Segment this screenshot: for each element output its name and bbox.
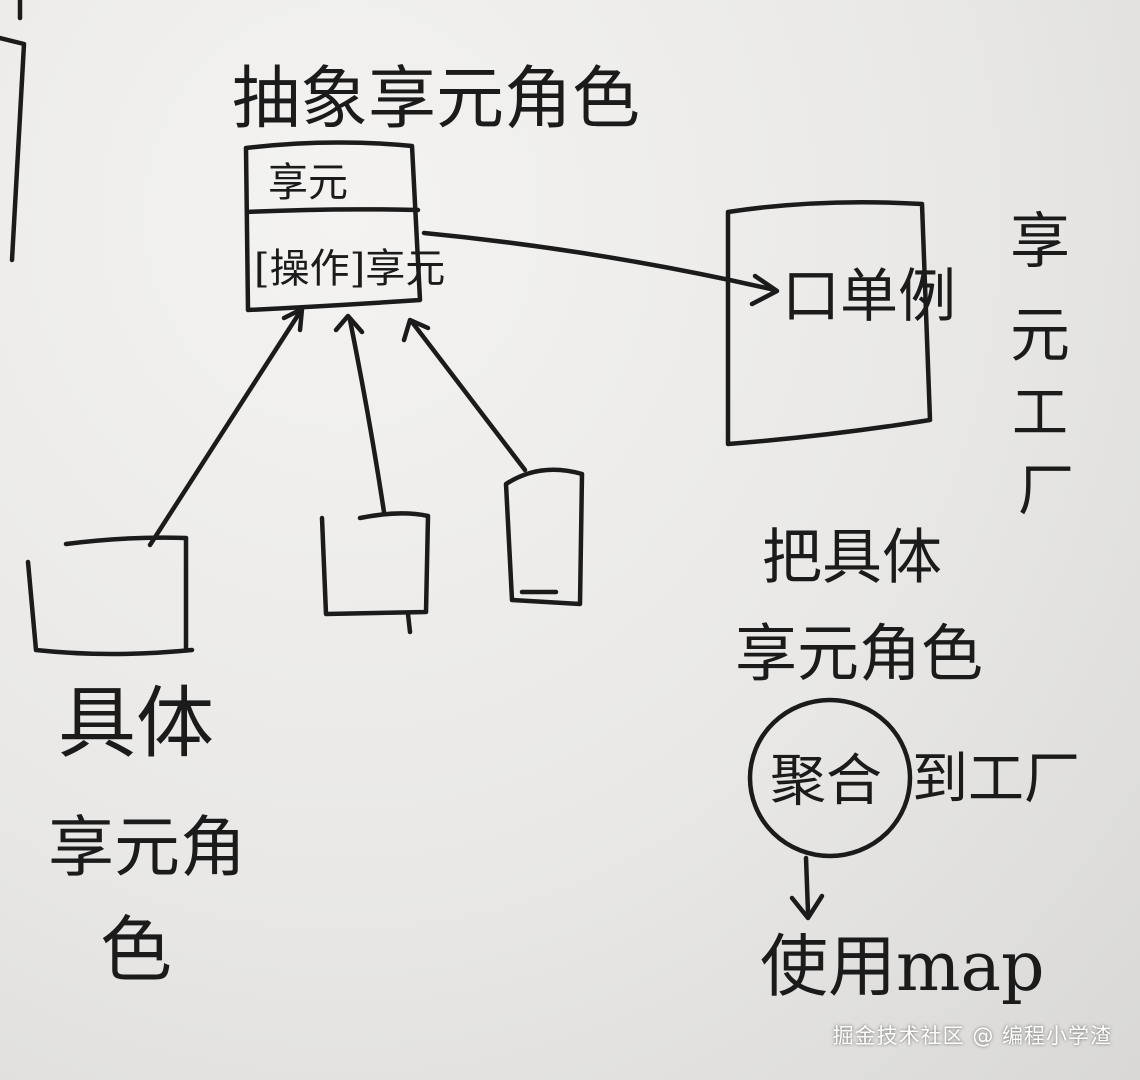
concrete-flyweight-label: 具体 享元角 色 (48, 679, 246, 992)
aggregation-line-2: 享元角色 (735, 617, 983, 690)
inheritance-arrow-middle (333, 313, 387, 515)
factory-box: 口单例 (725, 199, 956, 447)
edge-fragment-top-left (0, 0, 27, 263)
aggregation-line-3-suffix: 到工厂 (912, 747, 1080, 812)
factory-title: 享 元 工 厂 (1010, 207, 1074, 524)
aggregation-note: 把具体 享元角色 聚合 到工厂 使用map (735, 523, 1080, 1007)
factory-title-char-3: 工 (1012, 381, 1068, 446)
abstract-flyweight-method: [操作]享元 (254, 246, 445, 292)
concrete-flyweight-box-1 (25, 535, 195, 657)
aggregation-circle (747, 697, 913, 859)
aggregation-circled-word: 聚合 (770, 749, 882, 814)
arrow-to-factory (421, 230, 780, 307)
map-arrow-shaft (803, 855, 811, 915)
abstract-flyweight-title: 抽象享元角色 (232, 60, 640, 139)
inheritance-arrow-right (401, 317, 528, 473)
factory-method: 口单例 (782, 262, 956, 330)
use-map-label: 使用map (760, 928, 1045, 1007)
map-arrow-head (789, 893, 825, 921)
factory-title-char-1: 享 (1010, 207, 1070, 277)
concrete-flyweight-box-3 (503, 467, 585, 607)
watermark: 掘金技术社区 @ 编程小学渣 (832, 1024, 1112, 1048)
concrete-flyweight-line-3: 色 (100, 908, 172, 992)
factory-title-char-4: 厂 (1018, 459, 1074, 524)
inheritance-arrow-left (147, 306, 305, 548)
factory-title-char-2: 元 (1010, 301, 1070, 371)
aggregation-line-1: 把具体 (762, 523, 942, 593)
concrete-flyweight-box-2 (319, 511, 431, 635)
concrete-flyweight-line-2: 享元角 (48, 809, 246, 886)
abstract-flyweight-box: 享元 [操作]享元 (243, 140, 445, 313)
concrete-flyweight-line-1: 具体 (58, 679, 214, 769)
abstract-flyweight-field: 享元 (268, 160, 348, 206)
